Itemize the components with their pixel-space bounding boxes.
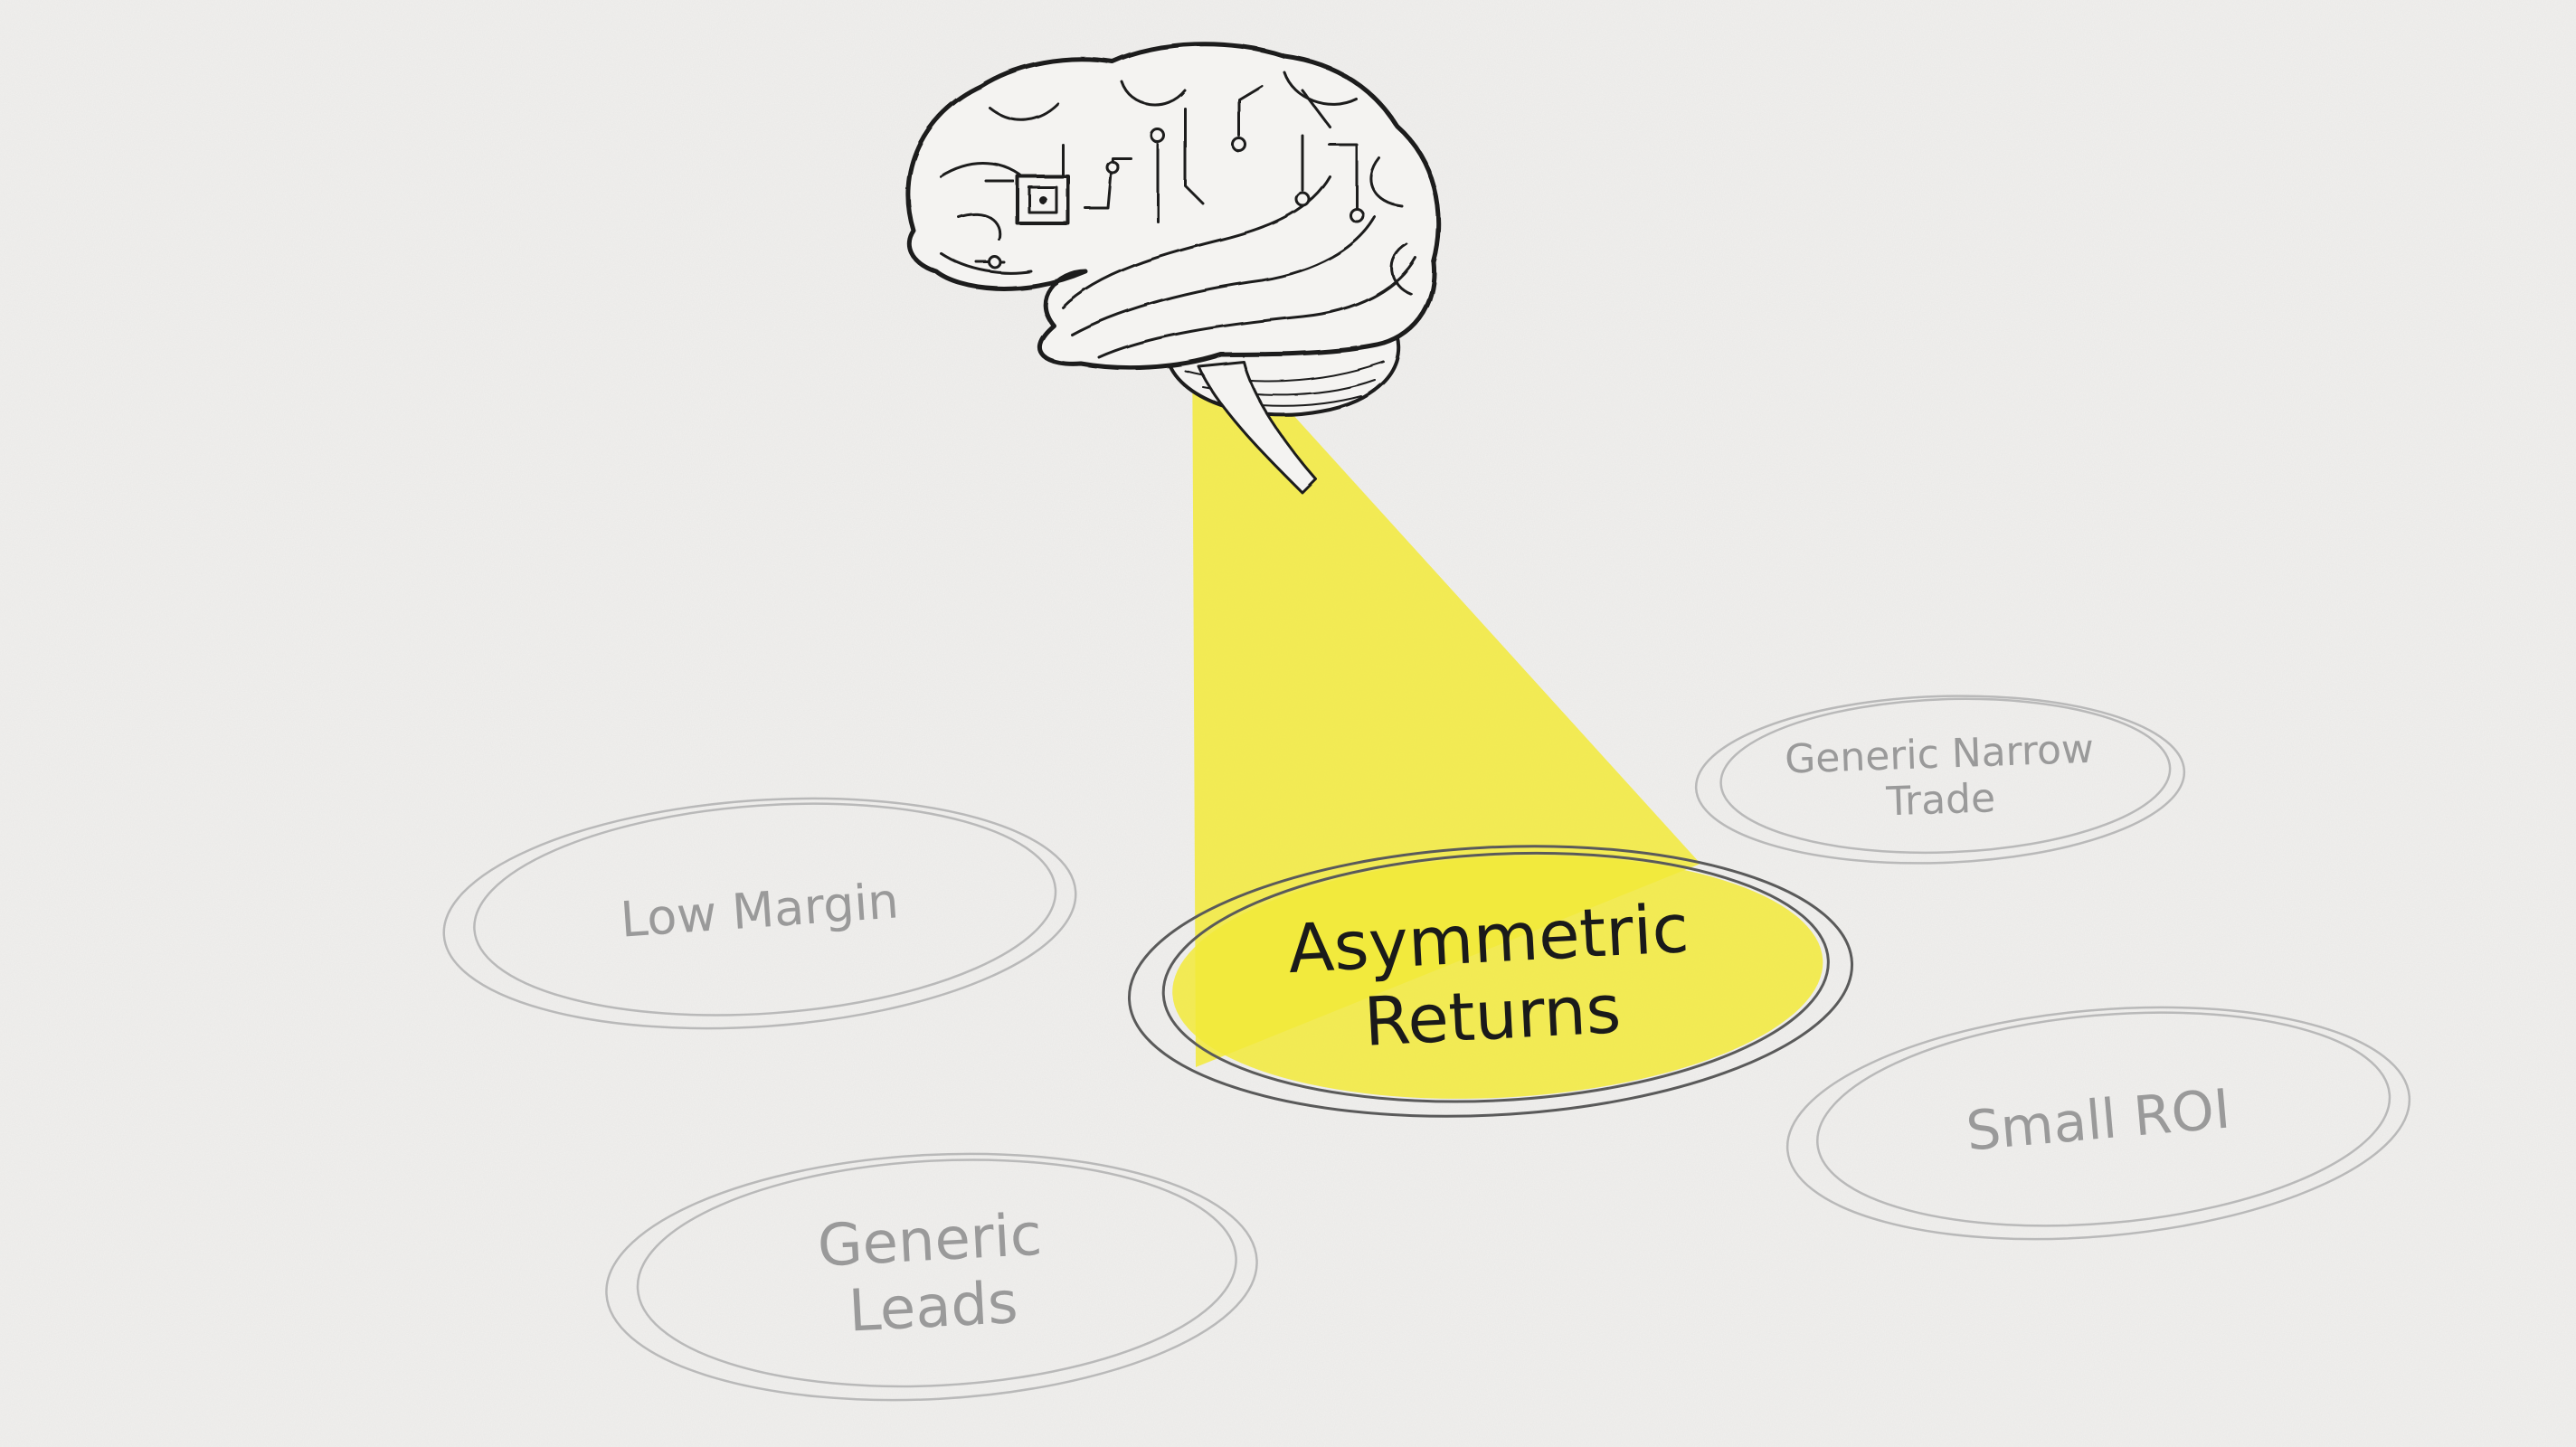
highlight-fill [1172,856,1823,1099]
option-oval-asymmetric-returns [1127,845,1854,1118]
option-ring [1816,1011,2391,1227]
option-label-line: Leads [847,1269,1019,1345]
brain-with-circuit-icon [905,42,1442,495]
option-ring [636,1159,1237,1388]
option-ring [1785,1006,2411,1241]
options-layer [442,695,2411,1402]
option-ring [473,802,1057,1017]
option-oval-generic-narrow [1694,695,2186,865]
option-label-line: Generic Narrow [1784,726,2094,783]
option-ring [1127,845,1854,1118]
option-label-generic-leads: GenericLeads [816,1201,1047,1346]
highlight-layer [1172,856,1823,1099]
option-label-line: Generic [816,1201,1044,1280]
option-oval-small-roi [1785,1006,2411,1241]
option-ring [1719,697,2172,855]
brain-stem [1197,360,1318,495]
option-label-line: Returns [1362,970,1623,1062]
option-ring [442,797,1077,1030]
option-oval-generic-leads [605,1152,1258,1402]
option-label-generic-narrow: Generic NarrowTrade [1784,726,2096,828]
option-label-asymmetric-returns: AsymmetricReturns [1286,889,1695,1064]
option-ring [605,1152,1258,1402]
option-ring [1694,695,2186,865]
option-ring [1161,851,1830,1103]
option-label-line: Trade [1885,775,1996,825]
brain-cerebrum [905,42,1442,371]
option-oval-low-margin [442,797,1077,1030]
